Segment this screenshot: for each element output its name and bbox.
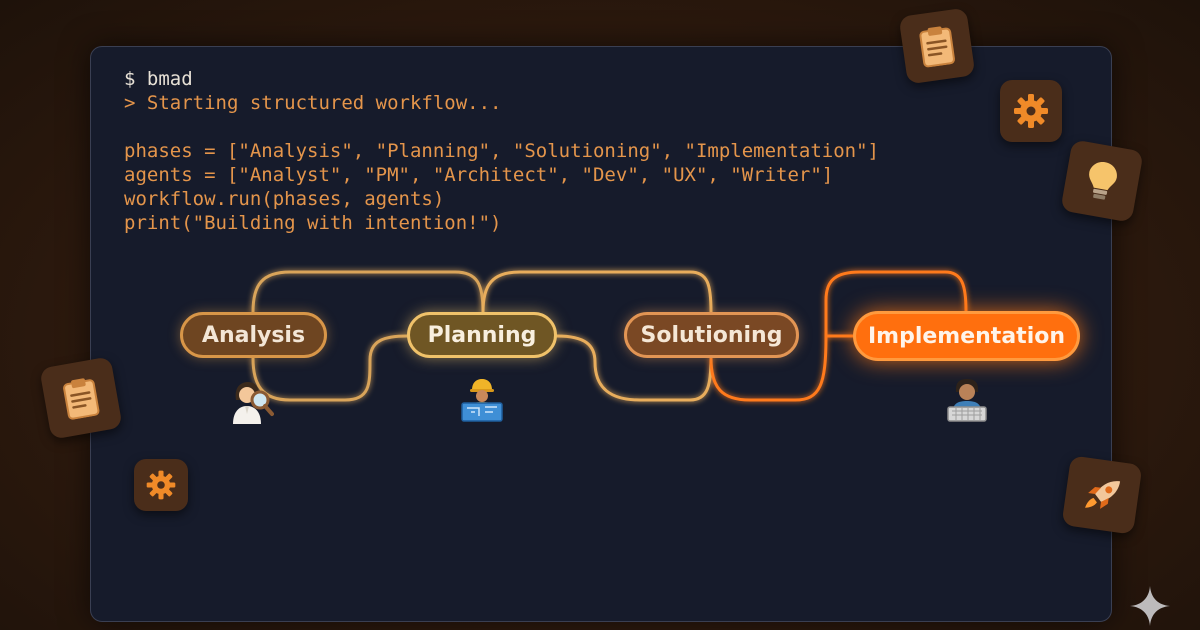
analyst-with-magnifier-icon: [233, 382, 274, 424]
clipboard-tile-left: [39, 356, 123, 440]
code-line-print: print("Building with intention!"): [124, 212, 502, 234]
clipboard-icon: [63, 378, 100, 420]
connector-solutioning-implementation-bottom: [709, 334, 855, 402]
connector-solutioning-implementation-top: [824, 270, 968, 338]
rocket-tile: [1061, 455, 1143, 535]
phase-solutioning: Solutioning: [624, 312, 799, 358]
connector-analysis-planning-bottom: [251, 334, 409, 402]
gear-tile-top: [1000, 80, 1062, 142]
lightbulb-tile: [1060, 139, 1144, 223]
gear-icon: [1014, 94, 1048, 128]
connector-planning-solutioning-top: [481, 270, 713, 314]
phase-analysis: Analysis: [180, 312, 327, 358]
architect-with-blueprint-icon: [461, 379, 503, 422]
rocket-icon: [1085, 481, 1121, 509]
terminal-status: > Starting structured workflow...: [124, 92, 502, 114]
lightbulb-icon: [1089, 162, 1117, 200]
phase-implementation: Implementation: [853, 311, 1080, 361]
phase-planning: Planning: [407, 312, 557, 358]
terminal-code: $ bmad> Starting structured workflow... p…: [124, 67, 879, 235]
connector-analysis-planning-top: [251, 270, 485, 314]
code-line-phases: phases = ["Analysis", "Planning", "Solut…: [124, 140, 879, 162]
developer-with-keyboard-icon: [947, 379, 987, 422]
terminal-prompt: $ bmad: [124, 68, 193, 90]
code-line-run: workflow.run(phases, agents): [124, 188, 445, 210]
gear-tile-left: [134, 459, 188, 511]
connector-planning-solutioning-bottom: [555, 334, 713, 402]
code-line-agents: agents = ["Analyst", "PM", "Architect", …: [124, 164, 834, 186]
gear-icon: [146, 470, 176, 500]
clipboard-tile: [898, 7, 976, 85]
sparkle-icon: [1130, 586, 1170, 626]
clipboard-icon: [919, 26, 955, 68]
